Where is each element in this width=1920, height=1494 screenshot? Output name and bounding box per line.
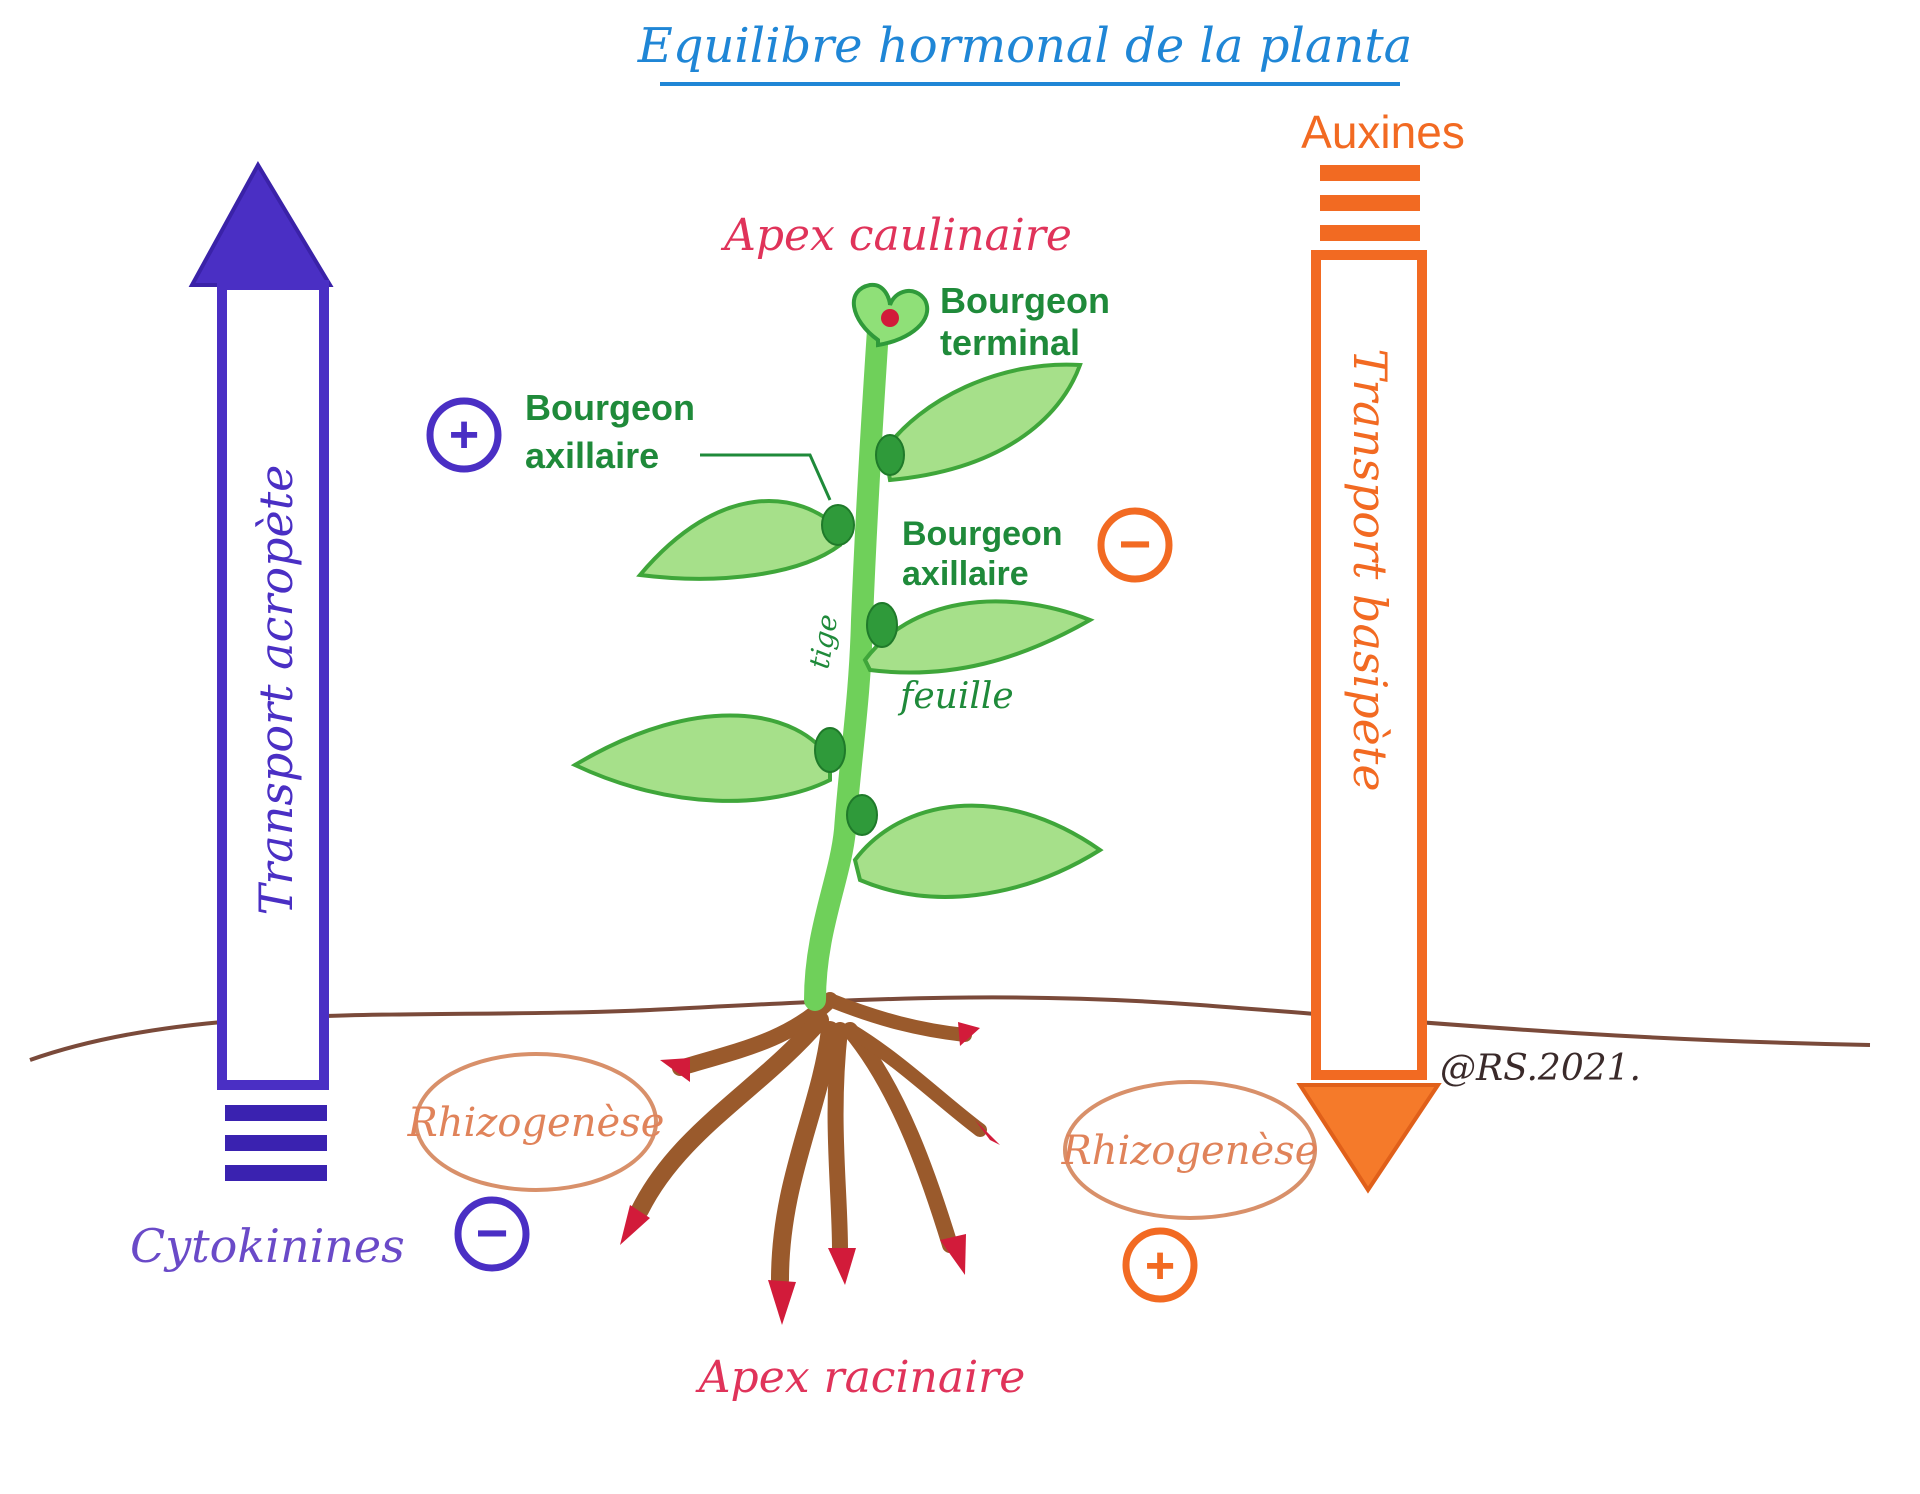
root-branch <box>836 1030 840 1250</box>
minus-sign: − <box>1119 512 1152 575</box>
leaf <box>855 806 1100 897</box>
cytokinin-axillary-plus-badge: + <box>430 401 498 469</box>
acropetal-tail-bar-1 <box>225 1105 327 1121</box>
bourgeon-axillaire-left-line2: axillaire <box>525 435 659 476</box>
basipetal-head-bar-3 <box>1320 225 1420 241</box>
bourgeon-axillaire-right-line1: Bourgeon <box>902 515 1063 553</box>
auxin-label: Auxines <box>1301 106 1465 158</box>
auxin-axillary-minus-badge: − <box>1101 511 1169 579</box>
leaf <box>640 501 840 579</box>
apical-meristem-dot <box>881 309 899 327</box>
basipetal-head-bar-1 <box>1320 165 1420 181</box>
bourgeon-axillaire-right-line2: axillaire <box>902 555 1029 593</box>
leaf <box>885 365 1080 480</box>
root-tip <box>660 1058 690 1082</box>
root-tip <box>958 1022 980 1046</box>
rhizogenesis-label-right: Rhizogenèse <box>1061 1128 1319 1174</box>
root-tip <box>940 1234 966 1275</box>
cytokinin-transport-arrow: Transport acropète <box>192 165 330 1181</box>
cytokinin-rhizogenesis-minus-badge: − <box>458 1200 526 1268</box>
basipetal-transport-label: Transport basipète <box>1343 348 1397 791</box>
cytokinin-label: Cytokinines <box>130 1219 405 1273</box>
acropetal-tail-bar-2 <box>225 1135 327 1151</box>
root-tip <box>828 1248 856 1285</box>
minus-sign: − <box>476 1201 509 1264</box>
signature: @RS.2021. <box>1440 1048 1641 1089</box>
rhizogenesis-label-left: Rhizogenèse <box>407 1100 665 1146</box>
root-tip <box>768 1280 796 1325</box>
tige-label: tige <box>802 612 844 672</box>
leaf <box>865 601 1090 672</box>
terminal-bud <box>854 285 927 345</box>
axillary-bud <box>815 728 845 772</box>
root-tips <box>620 1022 1000 1325</box>
acropetal-transport-label: Transport acropète <box>249 465 303 916</box>
auxin-rhizogenesis-plus-badge: + <box>1126 1231 1194 1299</box>
leaf <box>575 715 830 800</box>
axillary-bud-pointer <box>700 455 830 500</box>
axillary-bud <box>867 603 897 647</box>
root-system <box>640 1000 980 1280</box>
apex-racinaire-label: Apex racinaire <box>695 1352 1025 1403</box>
diagram-title: Equilibre hormonal de la planta <box>637 18 1413 74</box>
apex-caulinaire-label: Apex caulinaire <box>720 210 1072 261</box>
auxin-transport-arrow: Transport basipète <box>1300 165 1438 1190</box>
bourgeon-terminal-label-line1: Bourgeon <box>940 280 1110 321</box>
bourgeon-terminal-label-line2: terminal <box>940 322 1080 363</box>
basipetal-arrowhead <box>1300 1085 1438 1190</box>
acropetal-arrowhead <box>192 165 330 285</box>
axillary-bud <box>876 435 904 475</box>
axillary-bud <box>847 795 877 835</box>
axillary-bud <box>822 505 854 545</box>
plus-sign: + <box>1145 1237 1175 1295</box>
basipetal-head-bar-2 <box>1320 195 1420 211</box>
acropetal-tail-bar-3 <box>225 1165 327 1181</box>
bourgeon-axillaire-left-line1: Bourgeon <box>525 387 695 428</box>
plus-sign: + <box>449 406 479 464</box>
feuille-label: feuille <box>897 676 1014 717</box>
root-branch <box>780 1030 830 1280</box>
